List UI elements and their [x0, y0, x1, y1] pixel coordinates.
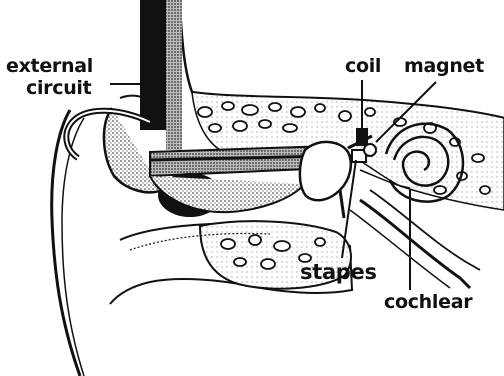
label-cochlear: cochlear: [384, 293, 472, 312]
label-external: external: [6, 57, 93, 76]
pinna: [52, 110, 80, 376]
label-magnet: magnet: [404, 57, 484, 76]
external-cable-upper: [140, 0, 166, 130]
label-stapes: stapes: [300, 262, 377, 283]
label-circuit: circuit: [26, 79, 91, 98]
middle-ear-ossicles: [300, 142, 351, 200]
label-coil: coil: [345, 57, 381, 76]
cable-shading: [166, 0, 182, 150]
